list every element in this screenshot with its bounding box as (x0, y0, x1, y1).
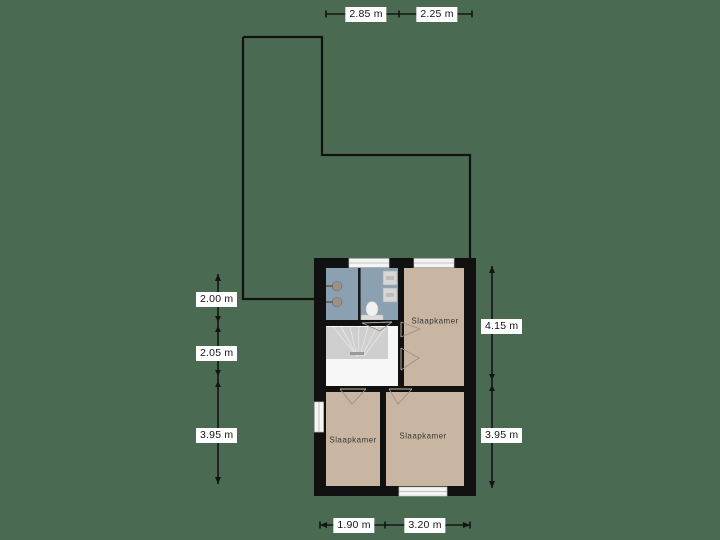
plot-outline (241, 35, 472, 301)
bathroom-fixtures (326, 268, 398, 321)
bedroom-top-right-floor (404, 268, 464, 386)
vanity-cabinet-icon (382, 270, 398, 303)
door-bedroom-top-right-lower (400, 347, 420, 371)
doors (339, 321, 422, 405)
dimension-label-right-1: 4.15 m (481, 319, 523, 334)
room-label-bedroom-bottom-left: Slaapkamer (329, 435, 377, 445)
room-label-bedroom-top-right: Slaapkamer (411, 316, 459, 326)
dimension-label-bottom-2: 3.20 m (404, 518, 446, 533)
door-bedroom-bottom-right (388, 388, 413, 405)
stair-tread (332, 326, 358, 357)
window-left (314, 401, 324, 433)
windows (314, 258, 455, 497)
dimension-label-top-1: 2.85 m (345, 7, 387, 22)
dimension-label-left-2: 2.05 m (196, 346, 238, 361)
dimension-label-right-2: 3.95 m (481, 428, 523, 443)
dimension-label-left-1: 2.00 m (196, 292, 238, 307)
exterior-walls (314, 258, 476, 496)
bedroom-bottom-left-floor (326, 392, 380, 486)
dimension-label-left-3: 3.95 m (196, 428, 238, 443)
door-bedroom-bottom-left (339, 388, 367, 405)
dimension-label-bottom-1: 1.90 m (333, 518, 375, 533)
door-bathroom (361, 321, 393, 332)
stair-tread (361, 326, 378, 357)
washbasin-lower-icon (326, 297, 343, 307)
washbasin-upper-icon (326, 281, 343, 291)
stair-tread (357, 326, 360, 357)
dimension-label-top-2: 2.25 m (416, 7, 458, 22)
outline-upper-path (243, 35, 472, 261)
stair-tread (363, 326, 387, 357)
stair-tread (340, 326, 358, 357)
bathroom-partition (358, 268, 361, 320)
toilet-icon (360, 301, 384, 321)
window-bottom (398, 486, 448, 497)
window-top-right (413, 258, 455, 268)
wall-top (314, 258, 476, 268)
window-top-left (348, 258, 390, 268)
dimension-line-left (215, 274, 221, 484)
stair-rail (350, 352, 364, 355)
staircase (326, 326, 388, 359)
stair-tread (349, 326, 358, 357)
outline-left-path (241, 37, 321, 301)
wall-bottom (314, 486, 476, 496)
door-bedroom-top-right-upper (400, 321, 422, 338)
bedroom-bottom-right-floor (386, 392, 464, 486)
wall-right (464, 258, 476, 496)
dimension-line-right (489, 266, 495, 488)
stair-tread (359, 326, 369, 357)
room-label-bedroom-bottom-right: Slaapkamer (399, 431, 447, 441)
wall-left (314, 258, 326, 496)
